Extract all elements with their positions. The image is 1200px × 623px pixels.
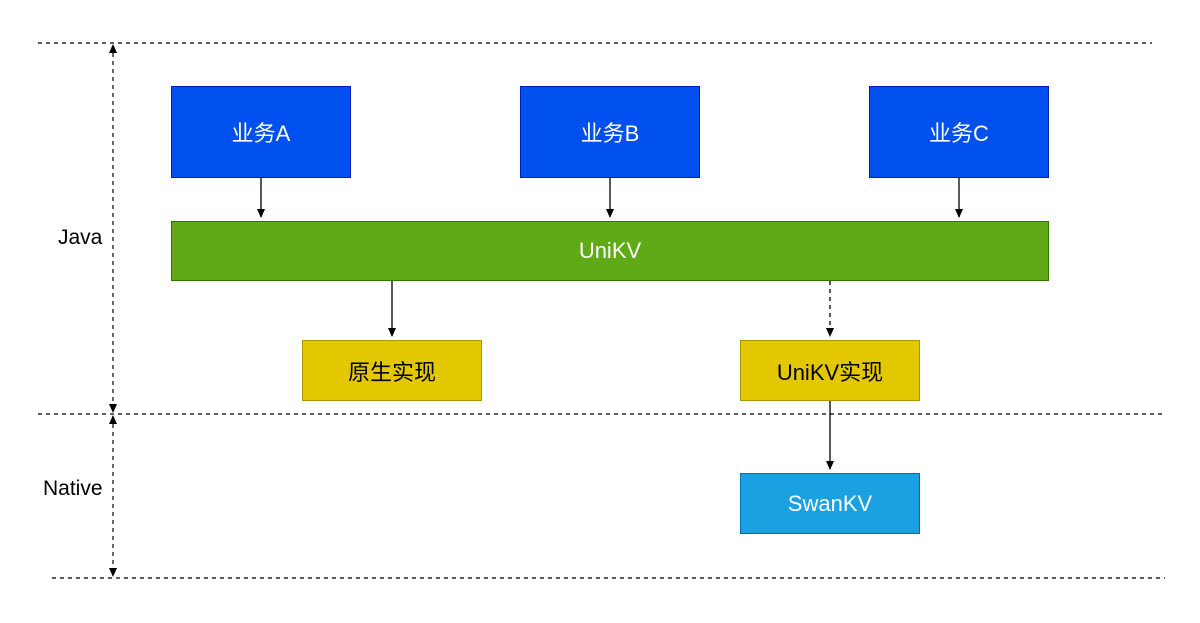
business-b-box: 业务B (520, 86, 700, 178)
unikv-impl-box: UniKV实现 (740, 340, 920, 401)
native-layer-label: Native (41, 477, 105, 501)
business-a-label: 业务A (231, 121, 291, 146)
business-a-box: 业务A (171, 86, 351, 178)
unikv-label: UniKV (578, 238, 642, 263)
business-b-label: 业务B (580, 121, 640, 146)
unikv-impl-label: UniKV实现 (776, 359, 884, 385)
unikv-box: UniKV (171, 221, 1049, 281)
business-c-box: 业务C (869, 86, 1049, 178)
java-layer-label: Java (56, 226, 105, 250)
swankv-label: SwanKV (787, 490, 873, 516)
native-impl-label: 原生实现 (347, 359, 436, 385)
swankv-box: SwanKV (740, 473, 920, 534)
native-impl-box: 原生实现 (302, 340, 482, 401)
business-c-label: 业务C (929, 121, 989, 146)
